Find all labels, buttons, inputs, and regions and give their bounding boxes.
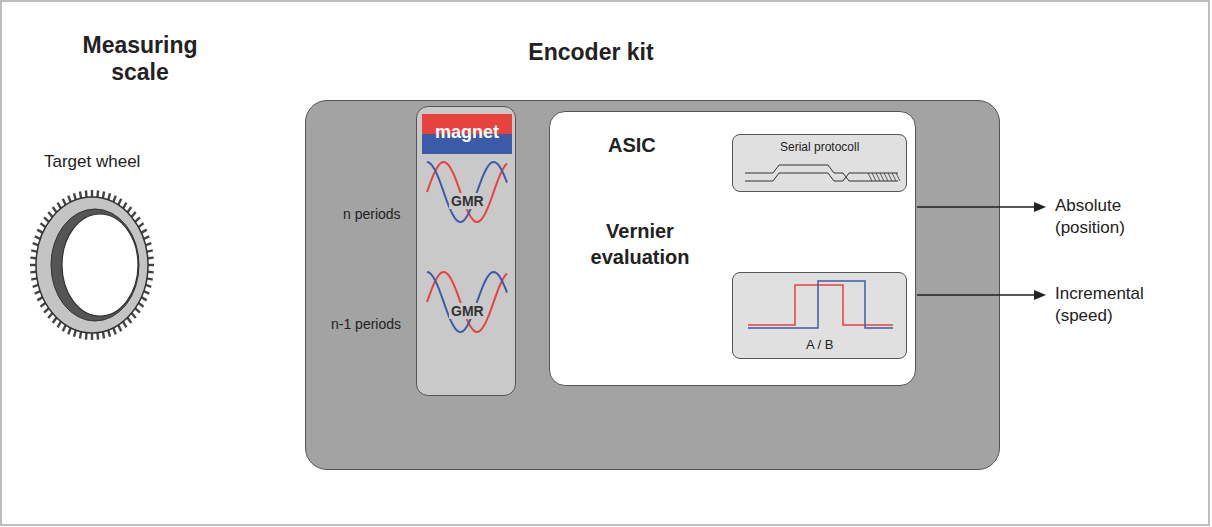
node-text: GMR [449,193,486,209]
cosine-wave [427,272,507,332]
part-label: Target wheel [44,152,140,172]
serial-waveform [745,173,898,181]
incremental-signal-box: A / B [732,272,907,359]
output-label: Incremental (speed) [1055,283,1175,327]
sine-wave [427,272,507,332]
magnet: magnet [422,114,512,154]
signal-a [748,285,893,325]
section-heading: Measuring scale [60,32,220,86]
serial-waveform-hatch [876,173,880,181]
serial-waveform-hatch [896,173,900,181]
period-label: n periods [343,206,401,222]
arrow-head [1034,202,1046,212]
encoder-kit-box: Encoder kitGMRGMRmagnetASICVernier evalu… [305,100,1000,470]
serial-waveform [745,165,898,181]
serial-waveform-hatch [884,173,888,181]
node-text: Serial protocoll [780,140,859,154]
serial-waveform-hatch [872,173,876,181]
sensor-box: GMR GMR magnet [416,106,516,396]
node-text: GMR [449,303,486,319]
serial-waveform-hatch [880,173,884,181]
serial-protocol-box: Serial protocoll [732,134,907,192]
target-wheel [30,190,154,340]
period-label: n-1 periods [331,316,401,332]
node-text: A / B [806,337,833,352]
serial-waveform-hatch [888,173,892,181]
node-text: ASIC [608,132,656,158]
node-text: Encoder kit [481,39,701,66]
node-text: Vernier evaluation [565,218,715,270]
asic-box: ASIC Vernier evaluation Serial protocoll A … [549,111,916,386]
sine-wave [427,162,507,222]
signal-b [748,281,893,328]
arrow-head [1034,290,1046,300]
serial-waveform-hatch [892,173,896,181]
cosine-wave [427,162,507,222]
node-text: magnet [435,122,499,143]
output-label: Absolute (position) [1055,195,1175,239]
serial-waveform-hatch [868,173,872,181]
